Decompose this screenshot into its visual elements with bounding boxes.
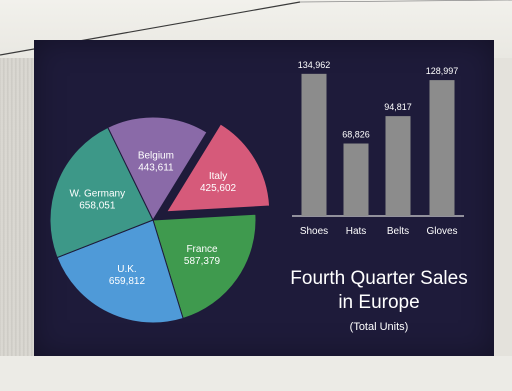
bar-hats [343, 143, 369, 216]
chart-subtitle: (Total Units) [350, 321, 409, 333]
pie-slice-italy [165, 123, 271, 213]
bar-value-hats: 68,826 [342, 130, 370, 140]
chart-title-line-1: Fourth Quarter Sales [290, 268, 467, 289]
bar-gloves [429, 80, 455, 216]
bar-belts [385, 116, 411, 216]
bar-category-shoes: Shoes [300, 226, 328, 237]
pie-label-france: France [186, 244, 218, 255]
pie-label-u-k: U.K. [117, 264, 136, 275]
paper-edge-left [0, 58, 34, 391]
bar-category-hats: Hats [346, 226, 367, 237]
pie-slice-france [152, 213, 257, 320]
chart-title-line-2: in Europe [338, 292, 419, 313]
pie-value-u-k: 659,812 [109, 276, 146, 287]
pie-value-w-germany: 658,051 [79, 200, 116, 211]
paper-background-bottom [0, 356, 512, 391]
bar-value-gloves: 128,997 [426, 66, 459, 76]
bar-category-belts: Belts [387, 226, 409, 237]
bar-category-gloves: Gloves [426, 226, 457, 237]
pie-label-belgium: Belgium [138, 150, 174, 161]
bar-value-shoes: 134,962 [298, 60, 331, 70]
pie-slice-w-germany [49, 126, 154, 259]
pie-slice-belgium [107, 116, 208, 222]
pie-value-france: 587,379 [184, 256, 221, 267]
pie-value-italy: 425,602 [200, 183, 237, 194]
pie-label-italy: Italy [209, 171, 227, 182]
bar-shoes [301, 73, 327, 216]
bar-value-belts: 94,817 [384, 102, 412, 112]
pie-value-belgium: 443,611 [138, 162, 174, 173]
pie-label-w-germany: W. Germany [70, 188, 126, 199]
